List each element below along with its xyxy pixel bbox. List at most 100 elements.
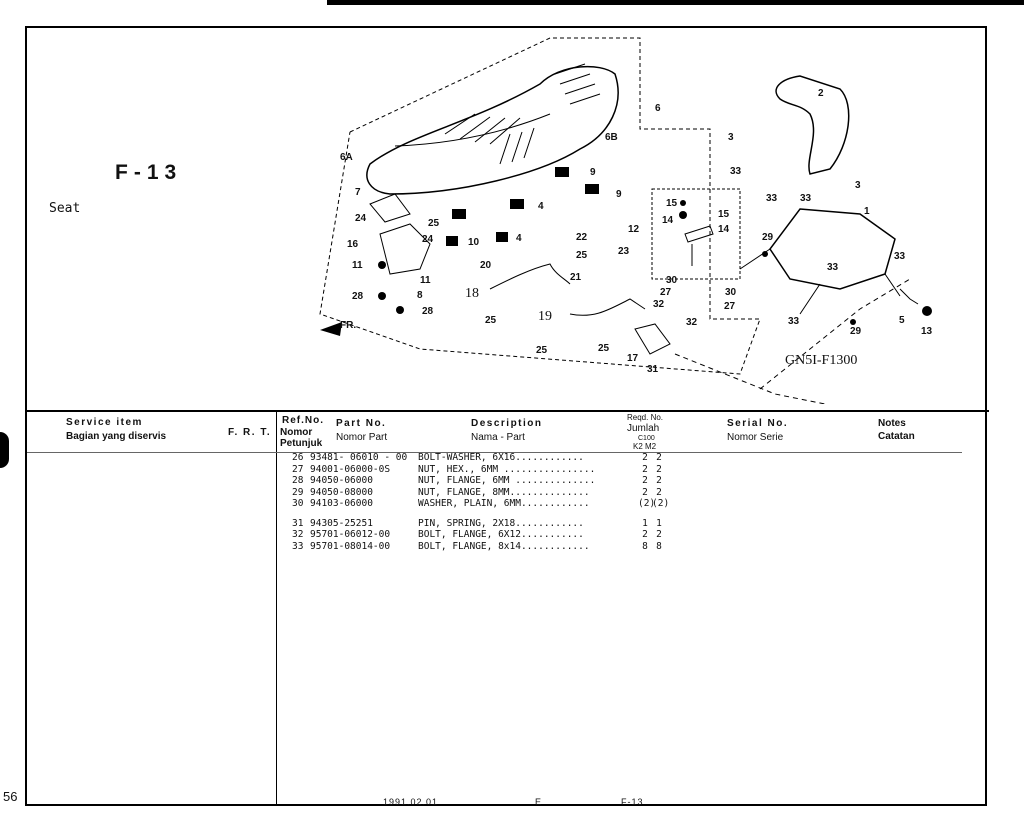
qty-m2: 1 [656, 517, 662, 529]
qty-k2: 2 [642, 529, 648, 540]
svg-text:28: 28 [422, 306, 434, 317]
svg-text:16: 16 [347, 239, 359, 250]
cushion-4a [510, 199, 524, 209]
description: PIN, SPRING, 2X18............ [418, 517, 584, 529]
header-description-local: Nama - Part [471, 432, 525, 443]
cushion-10 [446, 236, 458, 246]
header-ref-no: Ref.No. [282, 415, 324, 426]
ref-no: 33 [292, 540, 304, 552]
part-no: 95701-06012-00 [310, 529, 391, 540]
svg-text:31: 31 [647, 364, 659, 375]
cushion-9b [585, 184, 599, 194]
svg-text:27: 27 [724, 301, 736, 312]
svg-text:29: 29 [850, 326, 862, 337]
description: NUT, HEX., 6MM ................ [418, 463, 596, 475]
ref-no: 32 [292, 529, 304, 540]
table-row: 32 95701-06012-00 BOLT, FLANGE, 6X12....… [282, 529, 666, 541]
svg-text:15: 15 [666, 198, 678, 209]
seat-outline [366, 65, 619, 195]
ref-no: 30 [292, 498, 304, 509]
description: NUT, FLANGE, 6MM .............. [418, 475, 596, 486]
qty-m2: 2 [656, 486, 662, 498]
header-description: Description [471, 418, 543, 429]
table-header-rule [27, 452, 962, 453]
nut-28a [378, 292, 386, 300]
ref-no: 27 [292, 463, 304, 475]
header-reqd-code: C100 [638, 435, 655, 442]
svg-text:15: 15 [718, 209, 730, 220]
qty-k2: (2) [638, 498, 656, 509]
parts-list: 26 93481- 06010 - 00 BOLT-WASHER, 6X16..… [282, 452, 670, 552]
hinge-bracket-16 [379, 223, 431, 275]
qty-k2: 2 [642, 475, 648, 486]
part-no: 95701-08014-00 [310, 540, 391, 552]
qty-m2: 8 [656, 540, 662, 552]
part-no: 94050-08000 [310, 486, 373, 498]
qty-k2: 8 [642, 540, 648, 552]
header-service-item: Service item [66, 417, 143, 428]
header-reqd-no: Reqd. No. [627, 413, 664, 422]
svg-text:30: 30 [725, 287, 737, 298]
svg-text:33: 33 [788, 316, 800, 327]
svg-text:20: 20 [480, 260, 492, 271]
svg-text:25: 25 [598, 343, 610, 354]
footer-language: E [535, 797, 543, 807]
svg-text:6A: 6A [340, 152, 353, 163]
svg-text:11: 11 [420, 275, 431, 286]
part-no: 94001-06000-0S [310, 463, 391, 475]
table-row: 27 94001-06000-0S NUT, HEX., 6MM .......… [282, 464, 666, 476]
header-part-no: Part No. [336, 418, 387, 429]
top-rule [327, 0, 1024, 5]
svg-text:33: 33 [800, 193, 812, 204]
svg-text:33: 33 [827, 262, 839, 273]
header-ref-no-local-1: Nomor [280, 427, 313, 438]
header-reqd-models: K2 M2 [633, 442, 657, 451]
ref-no: 26 [292, 452, 304, 463]
table-row: 29 94050-08000 NUT, FLANGE, 8MM.........… [282, 487, 666, 499]
part-no: 94305-25251 [310, 517, 373, 529]
svg-text:7: 7 [355, 187, 361, 198]
description: BOLT, FLANGE, 8x14............ [418, 540, 590, 552]
seat-frame-bracket [769, 208, 896, 290]
header-serial-no: Serial No. [727, 418, 789, 429]
svg-text:23: 23 [618, 246, 630, 257]
svg-text:8: 8 [417, 290, 423, 301]
svg-text:1: 1 [864, 206, 870, 217]
qty-k2: 1 [642, 517, 648, 529]
svg-text:32: 32 [686, 317, 698, 328]
cushion-4c [496, 232, 508, 242]
svg-text:4: 4 [516, 233, 522, 244]
svg-text:33: 33 [766, 193, 778, 204]
header-reqd-no-local: Jumlah [627, 423, 660, 434]
direction-label: FR. [340, 320, 356, 331]
svg-text:14: 14 [718, 224, 730, 235]
description: BOLT, FLANGE, 6X12........... [418, 529, 584, 540]
assembly-boundary [319, 37, 761, 375]
lock-cylinder-13 [922, 306, 932, 316]
svg-text:13: 13 [921, 326, 933, 337]
svg-text:2: 2 [818, 88, 824, 99]
table-row: 30 94103-06000 WASHER, PLAIN, 6MM.......… [282, 498, 670, 510]
column-divider [276, 412, 277, 806]
seat-wire-18 [489, 263, 571, 290]
qty-m2: 2 [656, 475, 662, 486]
binder-mark [0, 432, 9, 468]
header-part-no-local: Nomor Part [336, 432, 388, 443]
svg-text:22: 22 [576, 232, 588, 243]
qty-m2: (2) [652, 498, 670, 509]
figure-code: F-13 [115, 161, 183, 184]
svg-text:12: 12 [628, 224, 640, 235]
qty-k2: 2 [642, 463, 648, 475]
svg-text:3: 3 [855, 180, 861, 191]
grab-rail [775, 75, 850, 175]
svg-text:24: 24 [422, 234, 434, 245]
lock-bracket-17 [634, 323, 671, 355]
svg-text:4: 4 [538, 201, 544, 212]
cushion-9a [555, 167, 569, 177]
nut-29a [762, 251, 768, 257]
svg-text:24: 24 [355, 213, 367, 224]
svg-text:10: 10 [468, 237, 480, 248]
part-no: 94103-06000 [310, 498, 373, 509]
svg-text:25: 25 [576, 250, 588, 261]
svg-text:19: 19 [538, 309, 552, 324]
